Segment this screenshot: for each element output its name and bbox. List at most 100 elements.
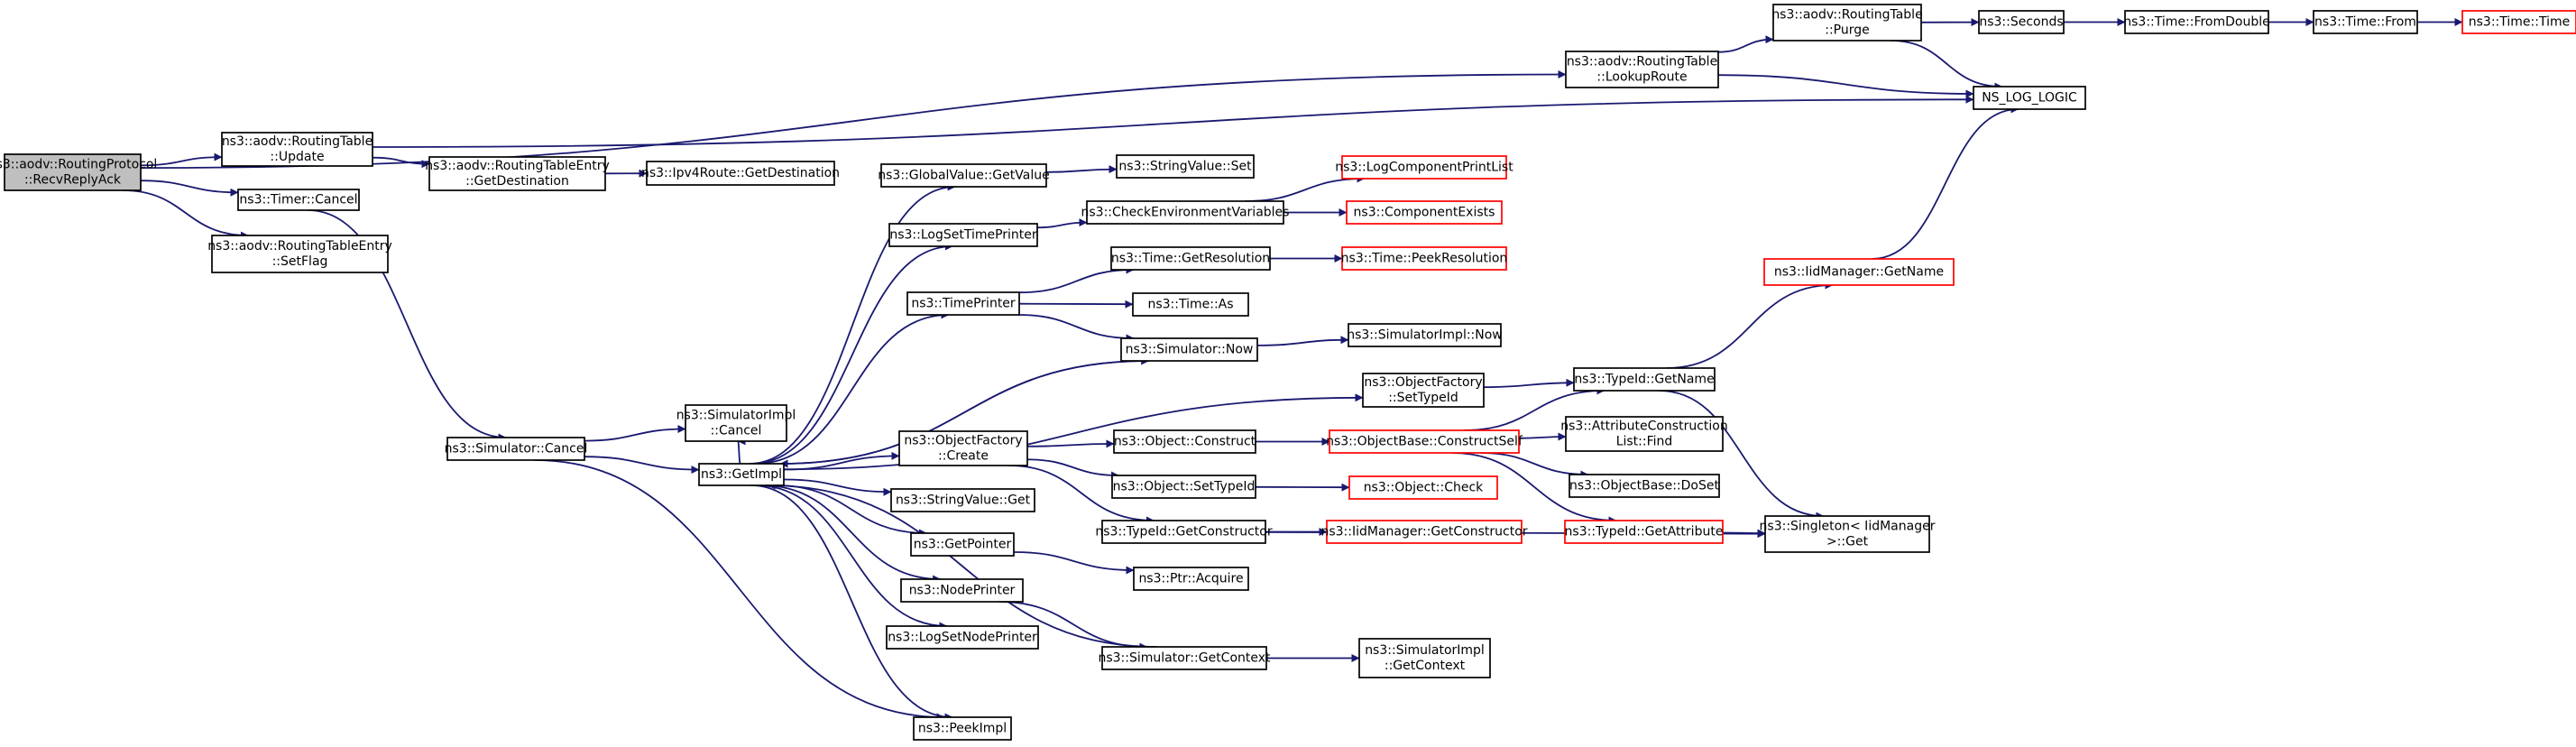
node-ipv4-getdest[interactable]: ns3::Ipv4Route::GetDestination	[641, 161, 840, 186]
nodes-layer: ns3::aodv::RoutingProtocol::RecvReplyAck…	[0, 4, 2576, 741]
node-box	[1362, 373, 1485, 408]
node-sv-get[interactable]: ns3::StringValue::Get	[890, 488, 1035, 512]
node-rt-update[interactable]: ns3::aodv::RoutingTable::Update	[221, 132, 373, 167]
node-peekimpl[interactable]: ns3::PeekImpl	[913, 716, 1012, 741]
node-typeid-getname[interactable]: ns3::TypeId::GetName	[1573, 367, 1716, 392]
node-box	[1569, 474, 1720, 498]
node-timeprinter[interactable]: ns3::TimePrinter	[906, 291, 1020, 316]
node-box	[1132, 292, 1249, 317]
node-label: ns3::ObjectFactory	[1364, 375, 1482, 390]
edge-path	[1518, 432, 1567, 441]
node-fromdouble[interactable]: ns3::Time::FromDouble	[2123, 10, 2270, 34]
edge-getimpl-to-gv-getvalue	[749, 182, 956, 465]
node-label: >::Get	[1826, 535, 1869, 549]
node-of-settypeid[interactable]: ns3::ObjectFactory::SetTypeId	[1362, 373, 1485, 408]
node-logsetnodeprinter[interactable]: ns3::LogSetNodePrinter	[886, 625, 1039, 650]
node-label: ns3::IidManager::GetConstructor	[1320, 525, 1527, 540]
edge-typeid-getname-to-singleton-get	[1659, 390, 1825, 521]
node-simimpl-cancel[interactable]: ns3::SimulatorImpl::Cancel	[676, 404, 796, 442]
node-ob-doset[interactable]: ns3::ObjectBase::DoSet	[1569, 474, 1720, 498]
edge-path	[1256, 336, 1349, 346]
edge-path	[1666, 281, 1834, 369]
node-time-as[interactable]: ns3::Time::As	[1132, 292, 1249, 317]
node-label: ns3::aodv::RoutingTableEntry	[425, 159, 610, 173]
edge-path	[750, 484, 953, 722]
node-logcompprint[interactable]: ns3::LogComponentPrintList	[1335, 155, 1513, 180]
node-getimpl[interactable]: ns3::GetImpl	[698, 463, 785, 486]
node-box	[1341, 246, 1507, 271]
node-box	[1101, 646, 1267, 670]
node-simimpl-now[interactable]: ns3::SimulatorImpl::Now	[1347, 323, 1503, 347]
node-label: ns3::Object::Construct	[1114, 435, 1256, 449]
edge-getimpl-to-nodeprinter	[761, 484, 942, 584]
node-compexists[interactable]: ns3::ComponentExists	[1346, 200, 1503, 225]
node-iid-getctor[interactable]: ns3::IidManager::GetConstructor	[1320, 520, 1528, 544]
node-sv-set[interactable]: ns3::StringValue::Set	[1116, 154, 1255, 179]
node-box	[886, 625, 1039, 650]
edge-path	[756, 484, 948, 631]
node-box	[1346, 200, 1503, 225]
node-label: ns3::IidManager::GetName	[1774, 265, 1944, 280]
node-label: ns3::TimePrinter	[911, 297, 1016, 311]
edge-path	[783, 478, 892, 496]
node-box	[1110, 246, 1271, 271]
node-typeid-getctor[interactable]: ns3::TypeId::GetConstructor	[1095, 520, 1273, 544]
node-time-from[interactable]: ns3::Time::From	[2313, 10, 2418, 34]
edge-getimpl-to-of-create	[783, 451, 900, 471]
node-sim-cancel[interactable]: ns3::Simulator::Cancel	[445, 437, 588, 461]
node-checkenv[interactable]: ns3::CheckEnvironmentVariables	[1081, 200, 1290, 225]
node-sim-getcontext[interactable]: ns3::Simulator::GetContext	[1098, 646, 1271, 670]
edge-path	[779, 360, 1149, 468]
node-rt-lookup[interactable]: ns3::aodv::RoutingTable::LookupRoute	[1565, 51, 1719, 88]
node-box	[1086, 200, 1284, 225]
node-ob-constructself[interactable]: ns3::ObjectBase::ConstructSelf	[1326, 429, 1523, 454]
node-ptr-acquire[interactable]: ns3::Ptr::Acquire	[1133, 567, 1249, 591]
node-label: ns3::GetPointer	[914, 538, 1012, 552]
node-sim-now[interactable]: ns3::Simulator::Now	[1120, 337, 1258, 362]
edges-layer	[123, 18, 2463, 722]
node-label: ns3::PeekImpl	[918, 722, 1007, 736]
node-of-create[interactable]: ns3::ObjectFactory::Create	[898, 430, 1028, 466]
node-iid-getname[interactable]: ns3::IidManager::GetName	[1763, 258, 1955, 286]
edge-gv-getvalue-to-sv-set	[1045, 165, 1118, 174]
edge-path	[1891, 40, 2003, 91]
edge-sim-now-to-getimpl	[779, 360, 1149, 468]
node-label: ns3::aodv::RoutingTable	[222, 134, 373, 149]
node-ns-log-logic[interactable]: NS_LOG_LOGIC	[1973, 86, 2086, 110]
node-box	[1113, 429, 1256, 454]
node-box	[646, 161, 835, 186]
edge-path	[307, 209, 507, 442]
node-logsettimeprinter[interactable]: ns3::LogSetTimePrinter	[888, 223, 1038, 247]
node-box	[1973, 86, 2086, 110]
node-seconds[interactable]: ns3::Seconds	[1978, 10, 2065, 34]
node-obj-check[interactable]: ns3::Object::Check	[1348, 475, 1498, 500]
node-obj-settypeid[interactable]: ns3::Object::SetTypeId	[1111, 475, 1256, 499]
node-typeid-getattr[interactable]: ns3::TypeId::GetAttribute	[1564, 520, 1724, 544]
node-time-peekres[interactable]: ns3::Time::PeekResolution	[1341, 246, 1508, 271]
edge-path	[1464, 386, 1605, 431]
node-box	[1341, 155, 1507, 180]
node-label: ns3::Object::Check	[1364, 481, 1484, 495]
node-time-getres[interactable]: ns3::Time::GetResolution	[1110, 246, 1271, 271]
node-rt-purge[interactable]: ns3::aodv::RoutingTable::Purge	[1771, 4, 1923, 42]
node-nodeprinter[interactable]: ns3::NodePrinter	[900, 578, 1024, 603]
node-rte-setflag[interactable]: ns3::aodv::RoutingTableEntry::SetFlag	[207, 235, 392, 273]
node-singleton-get[interactable]: ns3::Singleton< IidManager >::Get	[1760, 515, 1936, 553]
node-box	[880, 163, 1047, 188]
node-obj-construct[interactable]: ns3::Object::Construct	[1113, 429, 1256, 454]
node-label: ::Cancel	[711, 424, 762, 438]
edge-path	[584, 425, 686, 442]
node-gv-getvalue[interactable]: ns3::GlobalValue::GetValue	[878, 163, 1050, 188]
node-label: ns3::NodePrinter	[909, 584, 1016, 598]
edge-path	[1008, 465, 1155, 525]
node-getpointer[interactable]: ns3::GetPointer	[910, 532, 1015, 557]
edge-timeprinter-to-time-as	[1018, 300, 1134, 309]
node-root[interactable]: ns3::aodv::RoutingProtocol::RecvReplyAck	[0, 153, 157, 191]
edge-getimpl-to-of-settypeid	[783, 393, 1364, 471]
node-time-time[interactable]: ns3::Time::Time	[2461, 10, 2576, 34]
node-timer-cancel[interactable]: ns3::Timer::Cancel	[237, 189, 360, 211]
node-rte-getdest[interactable]: ns3::aodv::RoutingTableEntry::GetDestina…	[425, 156, 610, 191]
node-simimpl-getcontext[interactable]: ns3::SimulatorImpl::GetContext	[1358, 638, 1491, 678]
